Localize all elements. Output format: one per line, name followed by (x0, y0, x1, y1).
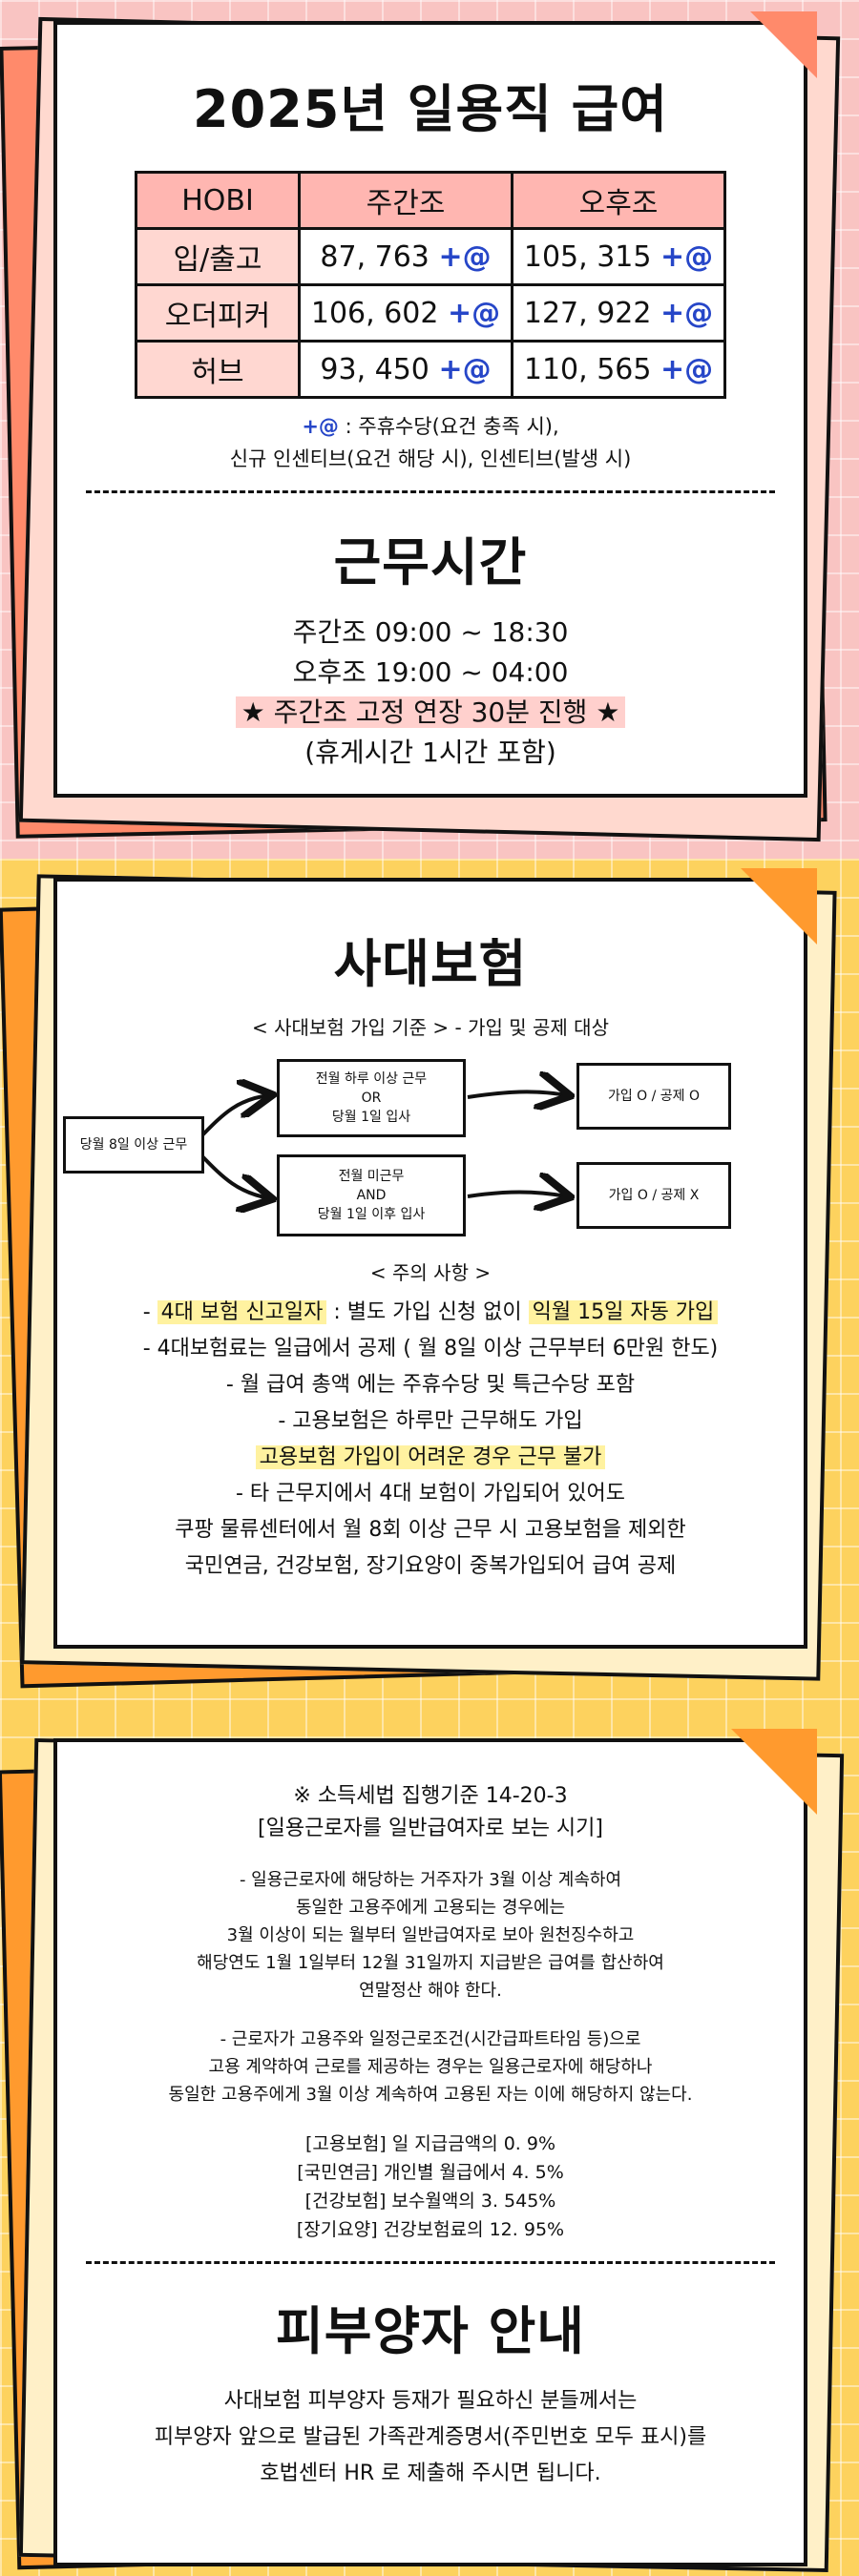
list-item: [국민연금] 개인별 월급에서 4. 5% (297, 2162, 564, 2183)
pay-title: 2025년 일용직 급여 (193, 79, 668, 139)
row-name: 입/출고 (135, 227, 301, 286)
star-icon: ★ (596, 696, 620, 728)
star-icon: ★ (241, 696, 265, 728)
folded-corner-icon (750, 11, 817, 78)
flow-bottom-result-box: 가입 O / 공제 X (576, 1162, 731, 1229)
hours-info: 주간조 09:00 ~ 18:30 오후조 19:00 ~ 04:00 ★ 주간… (57, 613, 804, 773)
hours-title: 근무시간 (333, 532, 528, 592)
row-name: 오더피커 (135, 283, 301, 343)
list-item: 쿠팡 물류센터에서 월 8회 이상 근무 시 고용보험을 제외한 (175, 1518, 686, 1542)
folded-corner-icon (731, 1729, 817, 1815)
insurance-card: 사대보험 < 사대보험 가입 기준 > - 가입 및 공제 대상 당월 8일 이… (53, 868, 817, 1649)
header-day-shift: 주간조 (298, 171, 513, 230)
list-item: 국민연금, 건강보험, 장기요양이 중복가입되어 급여 공제 (184, 1554, 677, 1578)
flow-top-result-box: 가입 O / 공제 O (576, 1063, 731, 1130)
insurance-subtitle: < 사대보험 가입 기준 > - 가입 및 공제 대상 (252, 1016, 609, 1039)
extension-note: ★ 주간조 고정 연장 30분 진행 ★ (57, 693, 804, 733)
list-item: [고용보험] 일 지급금액의 0. 9% (304, 2133, 556, 2154)
table-row: 허브 93, 450 +@ 110, 565 +@ (135, 340, 726, 399)
night-wage-cell: 127, 922 +@ (511, 283, 726, 343)
list-item: 고용보험 가입이 어려운 경우 근무 불가 (57, 1440, 804, 1476)
night-shift-hours: 오후조 19:00 ~ 04:00 (292, 656, 569, 688)
break-note: (휴게시간 1시간 포함) (304, 737, 556, 768)
list-item: [건강보험] 보수월액의 3. 545% (304, 2191, 556, 2212)
night-wage-cell: 105, 315 +@ (511, 227, 726, 286)
list-item: - 4대보험료는 일급에서 공제 ( 월 8일 이상 근무부터 6만원 한도) (142, 1337, 719, 1361)
insurance-title: 사대보험 (333, 934, 528, 994)
day-wage-cell: 93, 450 +@ (298, 340, 513, 399)
header-hobi: HOBI (135, 171, 301, 230)
pay-note: +@ : 주휴수당(요건 충족 시), 신규 인센티브(요건 해당 시), 인센… (229, 415, 632, 470)
day-wage-cell: 87, 763 +@ (298, 227, 513, 286)
list-item: - 4대 보험 신고일자 : 별도 가입 신청 없이 익월 15일 자동 가입 (57, 1295, 804, 1331)
row-name: 허브 (135, 340, 301, 399)
tax-title: ※ 소득세법 집행기준 14-20-3 [일용근로자를 일반급여자로 보는 시기… (258, 1784, 603, 1840)
flow-start-box: 당월 8일 이상 근무 (63, 1116, 204, 1174)
tax-card: ※ 소득세법 집행기준 14-20-3 [일용근로자를 일반급여자로 보는 시기… (53, 1729, 817, 2566)
pay-card: 2025년 일용직 급여 HOBI 주간조 오후조 입/출고 87, 763 +… (53, 11, 817, 798)
table-row: 입/출고 87, 763 +@ 105, 315 +@ (135, 227, 726, 286)
pay-table: HOBI 주간조 오후조 입/출고 87, 763 +@ 105, 315 +@… (135, 171, 726, 399)
day-shift-hours: 주간조 09:00 ~ 18:30 (292, 616, 569, 648)
table-row: 오더피커 106, 602 +@ 127, 922 +@ (135, 283, 726, 343)
insurance-rates: [고용보험] 일 지급금액의 0. 9% [국민연금] 개인별 월급에서 4. … (57, 2129, 804, 2244)
list-item: - 월 급여 총액 에는 주휴수당 및 특근수당 포함 (225, 1373, 636, 1397)
header-night-shift: 오후조 (511, 171, 726, 230)
list-item: [장기요양] 건강보험료의 12. 95% (296, 2219, 565, 2240)
caution-title: < 주의 사항 > (369, 1261, 492, 1284)
day-wage-cell: 106, 602 +@ (298, 283, 513, 343)
caution-list: - 4대 보험 신고일자 : 별도 가입 신청 없이 익월 15일 자동 가입 … (57, 1295, 804, 1585)
list-item: - 고용보험은 하루만 근무해도 가입 (278, 1409, 583, 1433)
folded-corner-icon (741, 868, 817, 945)
table-header-row: HOBI 주간조 오후조 (135, 171, 726, 230)
flow-arrows (199, 1055, 804, 1236)
dashed-divider (86, 2261, 775, 2264)
night-wage-cell: 110, 565 +@ (511, 340, 726, 399)
dependents-info: 사대보험 피부양자 등재가 필요하신 분들께서는 피부양자 앞으로 발급된 가족… (154, 2389, 707, 2485)
list-item: - 타 근무지에서 4대 보험이 가입되어 있어도 (236, 1482, 625, 1506)
dependents-title: 피부양자 안내 (276, 2301, 585, 2361)
dashed-divider (86, 490, 775, 493)
